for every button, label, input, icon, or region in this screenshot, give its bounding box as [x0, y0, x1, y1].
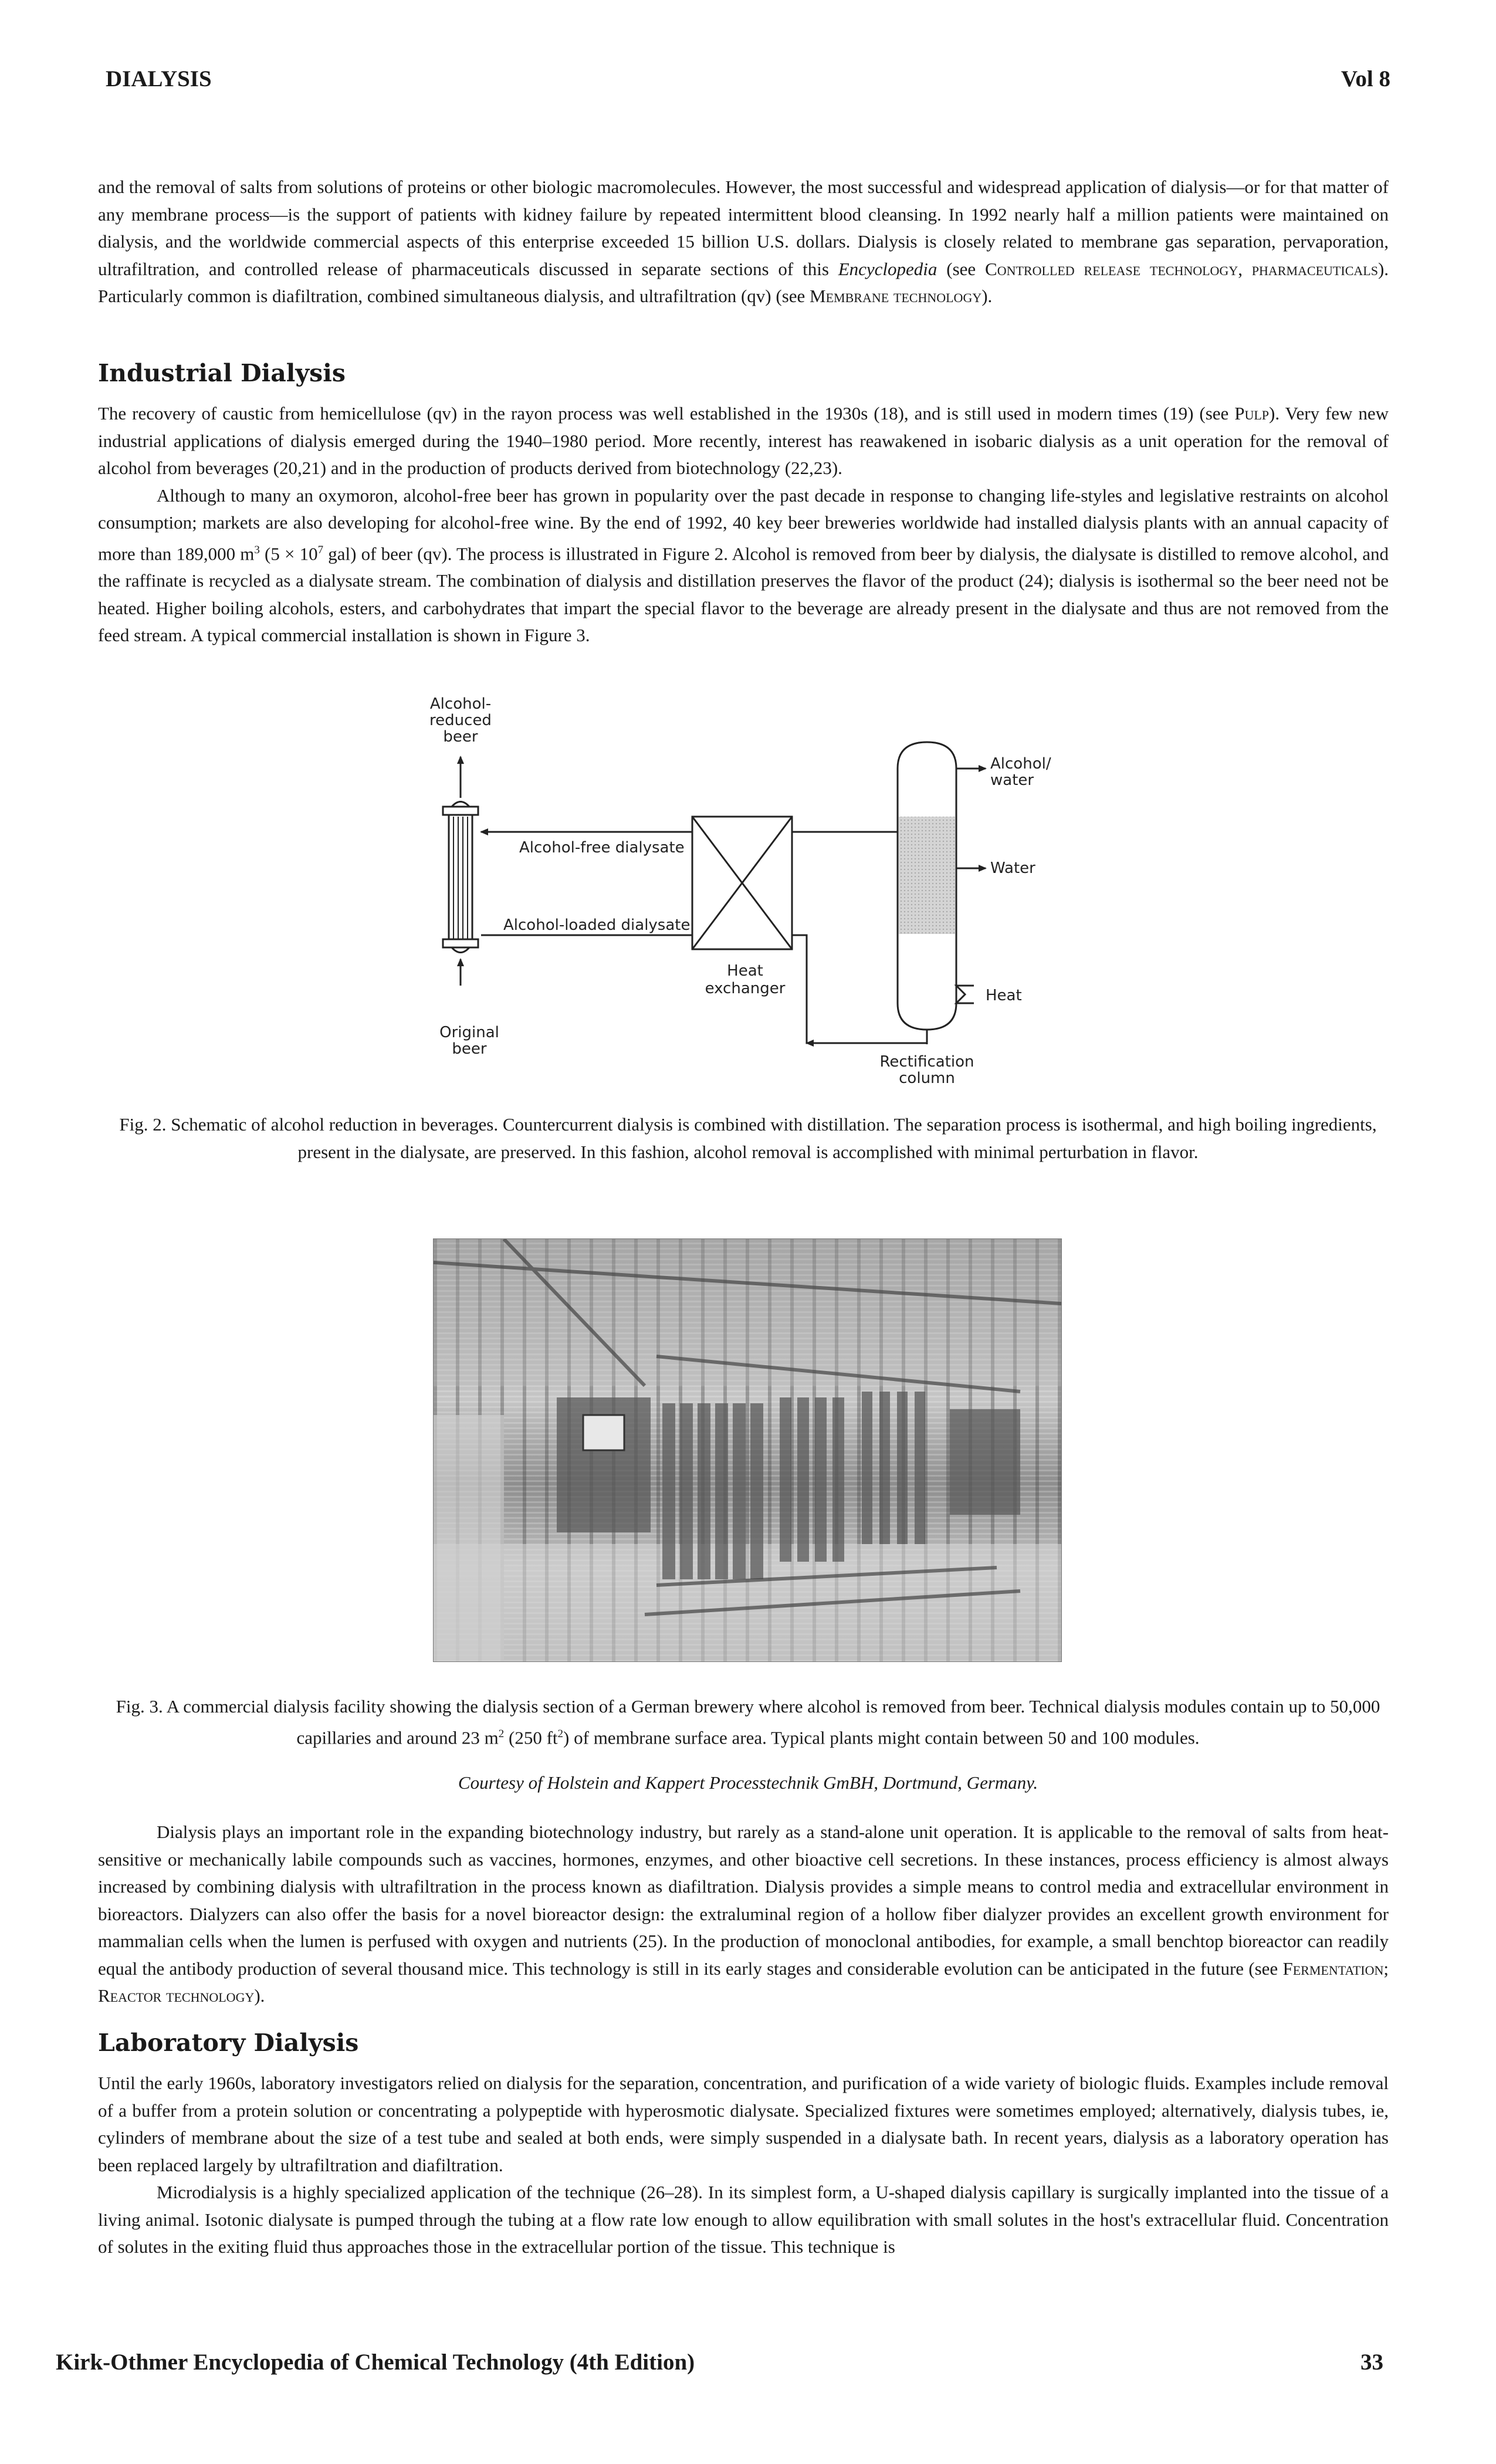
label-alcohol-water: water	[990, 771, 1034, 789]
paragraph-text: Until the early 1960s, laboratory invest…	[98, 2073, 1389, 2175]
figure-3-courtesy: Courtesy of Holstein and Kappert Process…	[458, 1772, 1038, 1793]
label-rectification-column: column	[899, 1069, 955, 1087]
paragraph-text: The recovery of caustic from hemicellulo…	[98, 403, 1235, 424]
running-footer-title: Kirk-Othmer Encyclopedia of Chemical Tec…	[56, 2350, 695, 2375]
paragraph-text: (5 × 10	[259, 543, 318, 564]
superscript: 2	[557, 1727, 564, 1740]
running-header-title: DIALYSIS	[106, 66, 212, 92]
biotech-paragraph: Dialysis plays an important role in the …	[98, 1819, 1389, 2010]
section-heading: Industrial Dialysis	[98, 359, 346, 387]
laboratory-paragraphs: Until the early 1960s, laboratory invest…	[98, 2070, 1389, 2261]
label-alcohol-reduced-beer: beer	[443, 728, 478, 746]
label-rectification-column: Rectification	[879, 1053, 974, 1071]
cross-reference-link[interactable]: Fermentation; Reactor technology	[98, 1958, 1389, 2006]
cross-reference-link[interactable]: Controlled release technology, pharmaceu…	[985, 258, 1378, 279]
label-heat: Heat	[986, 987, 1022, 1004]
figure-2-caption: Fig. 2. Schematic of alcohol reduction i…	[119, 1114, 1377, 1162]
label-heat-exchanger: Heat	[727, 962, 763, 980]
paragraph-text: Although to many an oxymoron, alcohol-fr…	[98, 485, 1389, 564]
heat-coil-icon	[954, 984, 974, 1004]
paragraph-text: Microdialysis is a highly specialized ap…	[98, 2182, 1389, 2257]
intro-text-d: ).	[981, 286, 993, 306]
intro-text-b: (see	[937, 258, 986, 279]
caption-text: (250 ft	[504, 1727, 558, 1748]
intro-text-c: ). Particularly common is diafiltration,…	[98, 258, 1389, 307]
superscript: 2	[498, 1727, 505, 1740]
paragraph-text: gal) of beer (qv). The process is illust…	[98, 543, 1389, 646]
label-heat-exchanger: exchanger	[705, 980, 786, 997]
label-alcohol-reduced-beer: Alcohol-	[430, 695, 491, 713]
label-water: Water	[990, 859, 1035, 877]
label-alcohol-loaded-dialysate: Alcohol-loaded dialysate	[503, 916, 690, 934]
figure-3-photo	[433, 1238, 1062, 1662]
label-alcohol-water: Alcohol/	[990, 755, 1051, 773]
figure-3-caption: Fig. 3. A commercial dialysis facility s…	[111, 1693, 1385, 1751]
label-alcohol-free-dialysate: Alcohol-free dialysate	[519, 839, 685, 857]
caption-text: Fig. 3. A commercial dialysis facility s…	[116, 1696, 1380, 1748]
running-header-volume: Vol 8	[1341, 66, 1390, 92]
section-heading: Laboratory Dialysis	[98, 2029, 359, 2057]
label-alcohol-reduced-beer: reduced	[429, 712, 492, 729]
paragraph-text: ).	[254, 1985, 265, 2006]
encyclopedia-italic: Encyclopedia	[838, 258, 937, 279]
intro-paragraph: and the removal of salts from solutions …	[98, 174, 1389, 310]
label-original-beer: Original	[439, 1024, 499, 1041]
page-number: 33	[1360, 2350, 1383, 2375]
industrial-paragraphs: The recovery of caustic from hemicellulo…	[98, 400, 1389, 649]
figure-2-schematic: Alcohol- reduced beer Alcohol-free dialy…	[429, 695, 1051, 1087]
caption-text: ) of membrane surface area. Typical plan…	[563, 1727, 1200, 1748]
brewery-dialysis-facility-photo	[434, 1239, 1061, 1661]
superscript: 7	[317, 543, 324, 556]
heat-exchanger-icon	[691, 815, 793, 950]
superscript: 3	[254, 543, 260, 556]
paragraph-text: ). Very few new industrial applications …	[98, 403, 1389, 478]
cross-reference-link[interactable]: Pulp	[1234, 403, 1270, 424]
intro-text: and the removal of salts from solutions …	[98, 177, 1389, 279]
dialyzer-icon	[442, 801, 479, 953]
cross-reference-link[interactable]: Membrane technology	[810, 286, 982, 306]
rectification-column-icon	[896, 741, 974, 1044]
paragraph-text: Dialysis plays an important role in the …	[98, 1822, 1389, 1979]
label-original-beer: beer	[452, 1040, 486, 1058]
